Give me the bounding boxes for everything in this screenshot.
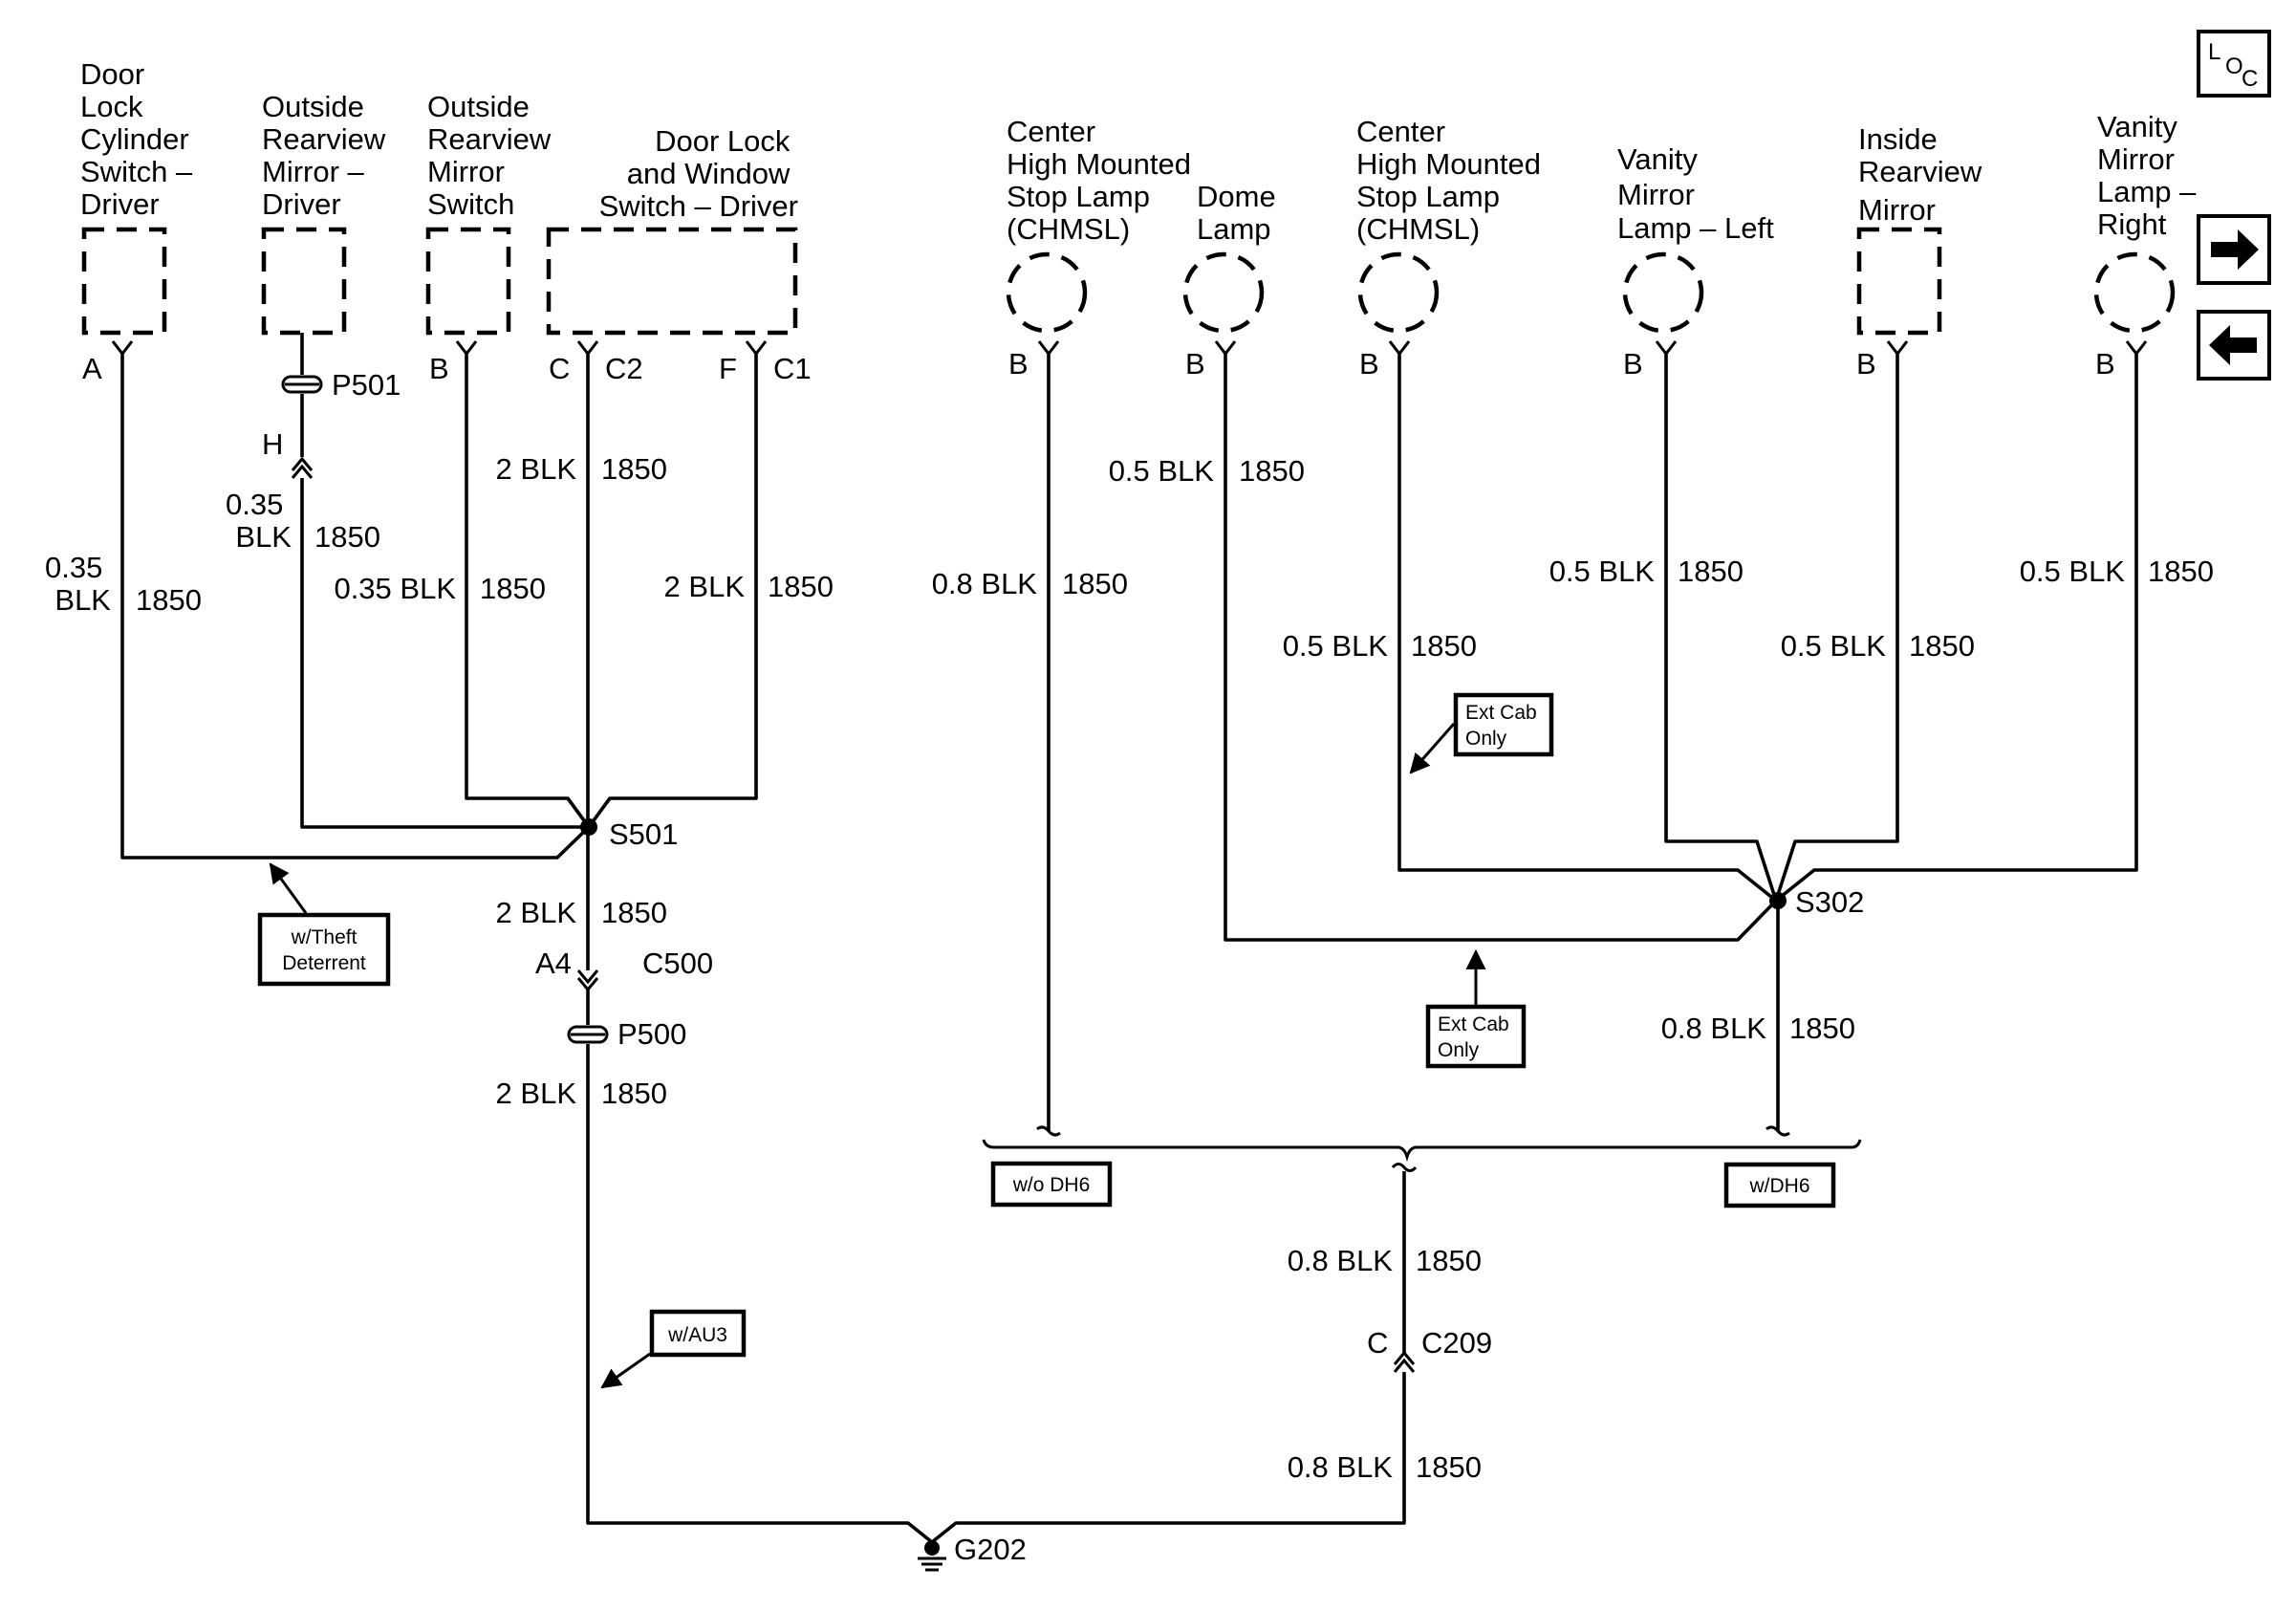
circuit-vanity-left: 1850 <box>1678 555 1744 588</box>
wire-label-orv-mirror: 0.35 BLK <box>226 488 292 554</box>
svg-text:O: O <box>2225 54 2243 79</box>
svg-text:w/Theft: w/Theft <box>291 926 357 948</box>
s501-label: S501 <box>609 817 678 851</box>
circuit-s501-down: 1850 <box>601 896 667 929</box>
svg-text:Only: Only <box>1438 1039 1480 1061</box>
g202-label: G202 <box>954 1533 1027 1566</box>
s302-label: S302 <box>1795 885 1864 919</box>
circuit-chmsl2: 1850 <box>1411 629 1477 663</box>
wire-label-chmsl1: 0.8 BLK <box>932 567 1038 600</box>
theft-deterrent-callout: w/Theft Deterrent <box>257 862 391 987</box>
s302-splice-dot <box>1769 892 1787 909</box>
wire-label-dlw-c: 2 BLK <box>496 452 577 486</box>
ext-cab-only-callout-1: Ext Cab Only <box>1409 692 1554 774</box>
wire-label-c209-upper: 0.8 BLK <box>1288 1244 1394 1277</box>
right-harness-wires <box>982 354 2138 1353</box>
circuit-dome: 1850 <box>1239 454 1305 488</box>
pin-h-label: H <box>262 427 283 461</box>
inside-mirror-label: Inside Rearview Mirror <box>1858 122 1990 227</box>
door-lock-window-switch-label: Door Lock and Window Switch – Driver <box>599 124 798 223</box>
s501-splice-dot <box>580 818 597 836</box>
ground-g202-icon <box>918 1540 946 1572</box>
pin-b-vanity-left-label: B <box>1623 347 1643 381</box>
svg-text:Only: Only <box>1465 728 1507 750</box>
connector-c2-label: C2 <box>605 352 643 385</box>
pin-a4-label: A4 <box>535 947 572 980</box>
wire-label-vanity-left: 0.5 BLK <box>1549 555 1656 588</box>
circuit-c209-lower: 1850 <box>1416 1450 1482 1484</box>
wire-label-s302-down: 0.8 BLK <box>1661 1012 1767 1045</box>
svg-text:L: L <box>2208 39 2220 65</box>
c209-label: C209 <box>1421 1326 1492 1360</box>
circuit-orv-switch: 1850 <box>480 572 546 605</box>
loc-icon[interactable]: L O C <box>2197 30 2271 98</box>
wire-label-chmsl2: 0.5 BLK <box>1283 629 1389 663</box>
circuit-p500-down: 1850 <box>601 1077 667 1110</box>
circuit-vanity-right: 1850 <box>2148 555 2214 588</box>
circuit-chmsl1: 1850 <box>1062 567 1128 600</box>
circuit-dlw-f: 1850 <box>768 570 834 603</box>
wire-label-door-lock-cyl: 0.35 BLK <box>45 551 111 617</box>
wire-label-p500-down: 2 BLK <box>496 1077 577 1110</box>
wire-label-inside-mirror: 0.5 BLK <box>1781 629 1887 663</box>
chmsl-label-2: Center High Mounted Stop Lamp (CHMSL) <box>1356 115 1549 246</box>
vanity-mirror-left-label: Vanity Mirror Lamp – Left <box>1617 142 1774 245</box>
pin-b-chmsl2-label: B <box>1359 347 1379 381</box>
dome-lamp-label: Dome Lamp <box>1197 180 1284 246</box>
arrow-right-icon[interactable] <box>2197 214 2271 285</box>
svg-text:Deterrent: Deterrent <box>282 952 366 974</box>
au3-callout: w/AU3 <box>600 1309 747 1389</box>
c500-label: C500 <box>642 947 713 980</box>
wire-label-orv-switch: 0.35 BLK <box>334 572 456 605</box>
circuit-s302-down: 1850 <box>1789 1012 1855 1045</box>
svg-text:Ext Cab: Ext Cab <box>1438 1013 1509 1035</box>
pin-b-orv-switch-label: B <box>429 352 449 385</box>
p501-symbol <box>281 375 323 394</box>
wire-label-vanity-right: 0.5 BLK <box>2020 555 2126 588</box>
pin-c-c209-label: C <box>1367 1326 1388 1360</box>
svg-text:w/AU3: w/AU3 <box>667 1324 727 1346</box>
component-symbols <box>81 227 2176 336</box>
circuit-c209-upper: 1850 <box>1416 1244 1482 1277</box>
circuit-inside-mirror: 1850 <box>1909 629 1975 663</box>
pin-f-label: F <box>719 352 737 385</box>
pin-b-vanity-right-label: B <box>2095 347 2115 381</box>
wire-label-dome: 0.5 BLK <box>1109 454 1215 488</box>
circuit-door-lock-cyl: 1850 <box>136 583 202 617</box>
wire-label-c209-lower: 0.8 BLK <box>1288 1450 1394 1484</box>
arrow-left-icon[interactable] <box>2197 310 2271 381</box>
svg-text:C: C <box>2242 66 2258 92</box>
pin-a-label: A <box>82 352 102 385</box>
chmsl-label-1: Center High Mounted Stop Lamp (CHMSL) <box>1007 115 1200 246</box>
ext-cab-only-callout-2: Ext Cab Only <box>1425 948 1527 1069</box>
pin-c-label: C <box>549 352 570 385</box>
pin-b-inside-mirror-label: B <box>1856 347 1876 381</box>
p501-label: P501 <box>332 368 401 402</box>
outside-mirror-driver-label: Outside Rearview Mirror – Driver <box>262 90 394 221</box>
circuit-dlw-c: 1850 <box>601 452 667 486</box>
p500-label: P500 <box>617 1017 686 1051</box>
w-dh6-callout: w/DH6 <box>1723 1162 1836 1208</box>
vanity-mirror-right-label: Vanity Mirror Lamp – Right <box>2097 110 2204 241</box>
svg-text:Ext Cab: Ext Cab <box>1465 702 1537 724</box>
p500-symbol <box>567 1025 609 1044</box>
pin-b-chmsl1-label: B <box>1008 347 1029 381</box>
svg-text:w/o DH6: w/o DH6 <box>1012 1174 1091 1196</box>
wire-label-dlw-f: 2 BLK <box>664 570 746 603</box>
svg-text:w/DH6: w/DH6 <box>1748 1175 1809 1197</box>
pin-b-dome-label: B <box>1185 347 1205 381</box>
connector-c1-label: C1 <box>773 352 812 385</box>
circuit-orv-mirror: 1850 <box>314 520 380 554</box>
wire-label-s501-down: 2 BLK <box>496 896 577 929</box>
wo-dh6-callout: w/o DH6 <box>990 1161 1113 1208</box>
door-lock-cylinder-label: Door Lock Cylinder Switch – Driver <box>80 57 201 221</box>
outside-mirror-switch-label: Outside Rearview Mirror Switch <box>427 90 559 221</box>
